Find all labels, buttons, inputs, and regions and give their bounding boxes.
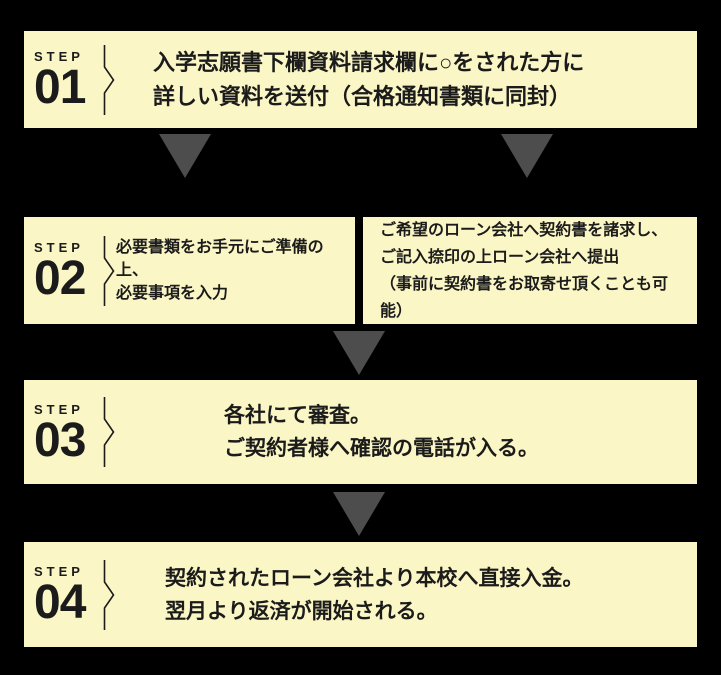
step-bracket-icon — [103, 235, 115, 306]
down-arrow-icon — [333, 331, 385, 375]
step-2-label: STEP 02 — [34, 240, 96, 305]
step-number: 03 — [34, 413, 86, 467]
step-1-line-1: 入学志願書下欄資料請求欄に○をされた方に — [153, 49, 585, 75]
step-bracket-icon — [103, 397, 115, 467]
step-number: 04 — [34, 576, 86, 629]
step-word: STEP — [34, 401, 84, 417]
step-3-box: STEP 03 各社にて審査。 ご契約者様へ確認の電話が入る。 — [24, 380, 697, 484]
step-2-line-1: 必要書類をお手元にご準備の上、 — [116, 239, 324, 279]
step-2-line-2: 必要事項を入力 — [116, 285, 229, 302]
step-2-side-line-3: （事前に契約書をお取寄せ頂くことも可能） — [380, 275, 669, 320]
step-2-description: 必要書類をお手元にご準備の上、 必要事項を入力 — [116, 236, 355, 305]
step-4-line-2: 翌月より返済が開始される。 — [165, 599, 438, 623]
down-arrow-icon — [333, 492, 385, 536]
step-word: STEP — [34, 240, 84, 255]
step-1-label: STEP 01 — [34, 49, 96, 114]
step-number: 02 — [34, 252, 86, 305]
step-word: STEP — [34, 564, 84, 579]
down-arrow-icon — [501, 134, 553, 178]
step-2-box: STEP 02 必要書類をお手元にご準備の上、 必要事項を入力 — [24, 217, 355, 324]
step-4-box: STEP 04 契約されたローン会社より本校へ直接入金。 翌月より返済が開始され… — [24, 542, 697, 647]
step-2-side-line-1: ご希望のローン会社へ契約書を諸求し、 — [380, 221, 668, 239]
step-number: 01 — [34, 61, 86, 114]
step-bracket-icon — [103, 44, 115, 115]
step-4-description: 契約されたローン会社より本校へ直接入金。 翌月より返済が開始される。 — [165, 562, 584, 628]
step-bracket-icon — [103, 559, 115, 630]
step-4-line-1: 契約されたローン会社より本校へ直接入金。 — [165, 566, 584, 590]
step-4-label: STEP 04 — [34, 564, 96, 629]
step-1-box: STEP 01 入学志願書下欄資料請求欄に○をされた方に 詳しい資料を送付（合格… — [24, 31, 697, 128]
step-3-description: 各社にて審査。 ご契約者様へ確認の電話が入る。 — [224, 399, 539, 465]
step-1-description: 入学志願書下欄資料請求欄に○をされた方に 詳しい資料を送付（合格通知書類に同封） — [153, 46, 584, 114]
step-word: STEP — [34, 49, 84, 64]
step-2-side-box: ご希望のローン会社へ契約書を諸求し、 ご記入捺印の上ローン会社へ提出 （事前に契… — [363, 217, 697, 324]
step-3-line-1: 各社にて審査。 — [224, 404, 371, 427]
step-3-label: STEP 03 — [34, 401, 96, 467]
step-1-line-2: 詳しい資料を送付（合格通知書類に同封） — [153, 83, 572, 109]
step-3-line-2: ご契約者様へ確認の電話が入る。 — [224, 437, 539, 460]
step-2-side-line-2: ご記入捺印の上ローン会社へ提出 — [380, 248, 620, 266]
down-arrow-icon — [159, 134, 211, 178]
